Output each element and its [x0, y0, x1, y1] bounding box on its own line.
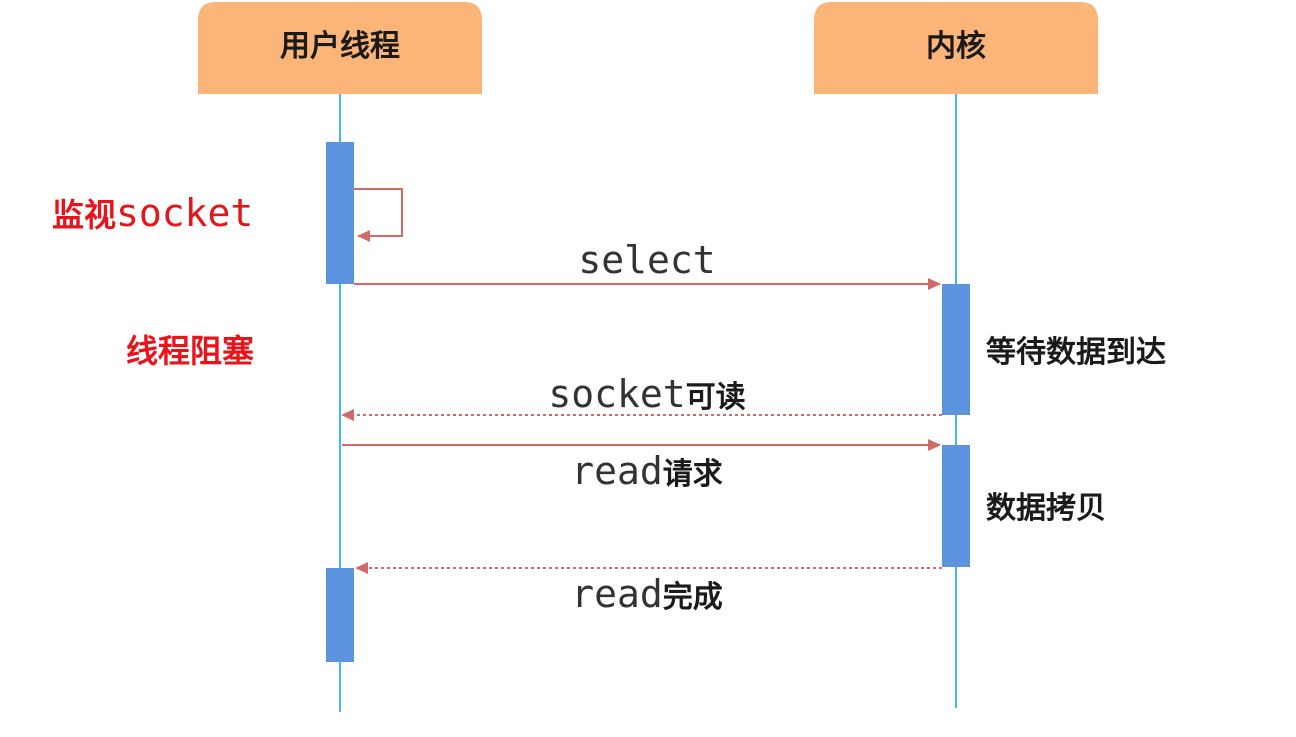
activation-kernel-wait — [942, 284, 970, 415]
note-data-copy: 数据拷贝 — [986, 491, 1106, 526]
activation-user-done — [326, 568, 354, 662]
message-socket-readable-label: socket可读 — [548, 372, 745, 416]
note-monitor-suffix: socket — [116, 191, 253, 235]
activation-user-monitor — [326, 142, 354, 284]
message-socket-readable-suffix: 可读 — [686, 380, 746, 415]
actor-kernel: 内核 — [814, 2, 1098, 94]
message-read-done-prefix: read — [571, 572, 663, 616]
message-read-done-suffix: 完成 — [663, 580, 723, 615]
message-select-label: select — [578, 238, 715, 282]
actor-kernel-label: 内核 — [926, 29, 986, 64]
message-read-done-label: read完成 — [571, 572, 723, 616]
message-read-request-label: read请求 — [571, 449, 723, 493]
note-thread-blocked: 线程阻塞 — [126, 332, 254, 370]
message-read-request-prefix: read — [571, 449, 663, 493]
self-call-arrow — [354, 188, 403, 242]
note-wait-data: 等待数据到达 — [986, 335, 1166, 370]
activation-kernel-copy — [942, 445, 970, 567]
actor-user-thread: 用户线程 — [198, 2, 482, 94]
note-monitor-socket: 监视socket — [52, 191, 253, 235]
actor-user-thread-label: 用户线程 — [280, 29, 400, 64]
message-read-request-suffix: 请求 — [663, 457, 723, 492]
message-socket-readable-prefix: socket — [548, 372, 685, 416]
note-monitor-prefix: 监视 — [52, 196, 116, 234]
